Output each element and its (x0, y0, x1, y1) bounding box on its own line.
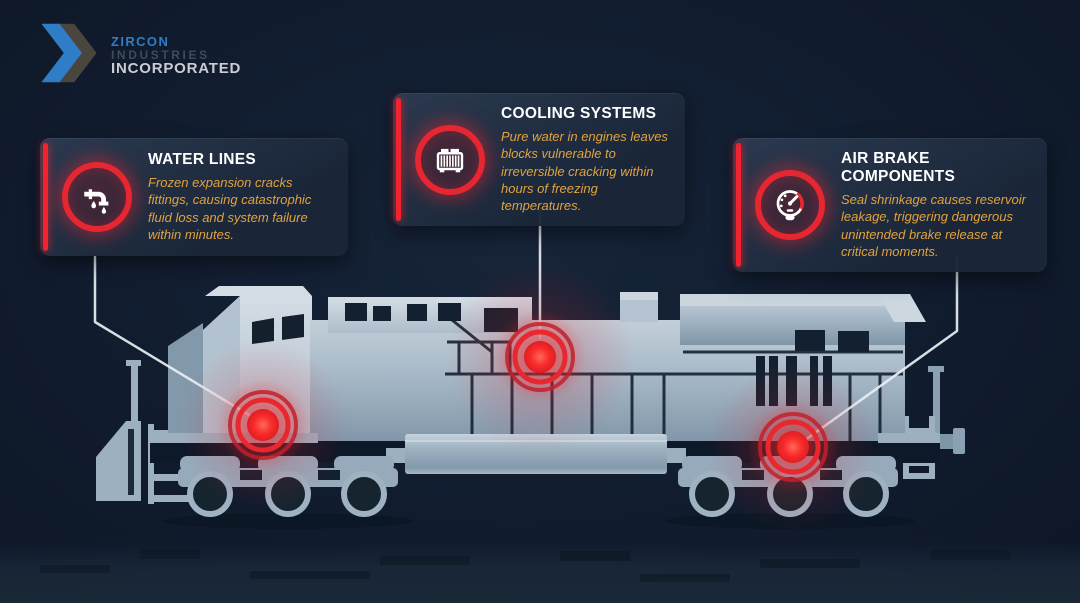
card-title: AIR BRAKE COMPONENTS (841, 150, 956, 185)
ground (0, 541, 1080, 603)
hotspot-cooling-systems[interactable] (445, 262, 635, 452)
rear-handrail (928, 366, 965, 454)
pipe-leak-icon (62, 162, 132, 232)
card-description: Pure water in engines leaves blocks vuln… (501, 129, 668, 214)
snow-plow (96, 360, 141, 501)
brand-logo: ZIRCON INDUSTRIES INCORPORATED (36, 22, 241, 84)
card-title: COOLING SYSTEMS (501, 105, 657, 122)
hotspot-air-brake[interactable] (708, 362, 878, 532)
brand-line-industries: INDUSTRIES (111, 47, 210, 62)
card-description: Seal shrinkage causes reservoir leakage,… (841, 192, 1026, 259)
radiator-icon (415, 124, 485, 195)
card-description: Frozen expansion cracks fittings, causin… (148, 174, 312, 242)
card-title: WATER LINES (148, 150, 257, 168)
card-accent-bar (43, 143, 48, 251)
pressure-gauge-icon (755, 170, 825, 241)
brand-line-incorporated: INCORPORATED (111, 59, 242, 77)
card-cooling-systems: COOLING SYSTEMS Pure water in engines le… (393, 93, 685, 227)
zircon-logo-icon (41, 23, 97, 83)
card-accent-bar (396, 98, 401, 222)
card-water-lines: WATER LINES Frozen expansion cracks fitt… (40, 138, 348, 256)
card-air-brake-components: AIR BRAKE COMPONENTS Seal shrinkage caus… (733, 138, 1047, 273)
brand-line-zircon: ZIRCON (111, 34, 170, 49)
fuel-tank (386, 434, 686, 474)
card-accent-bar (736, 143, 741, 268)
hotspot-water-lines[interactable] (178, 340, 348, 510)
